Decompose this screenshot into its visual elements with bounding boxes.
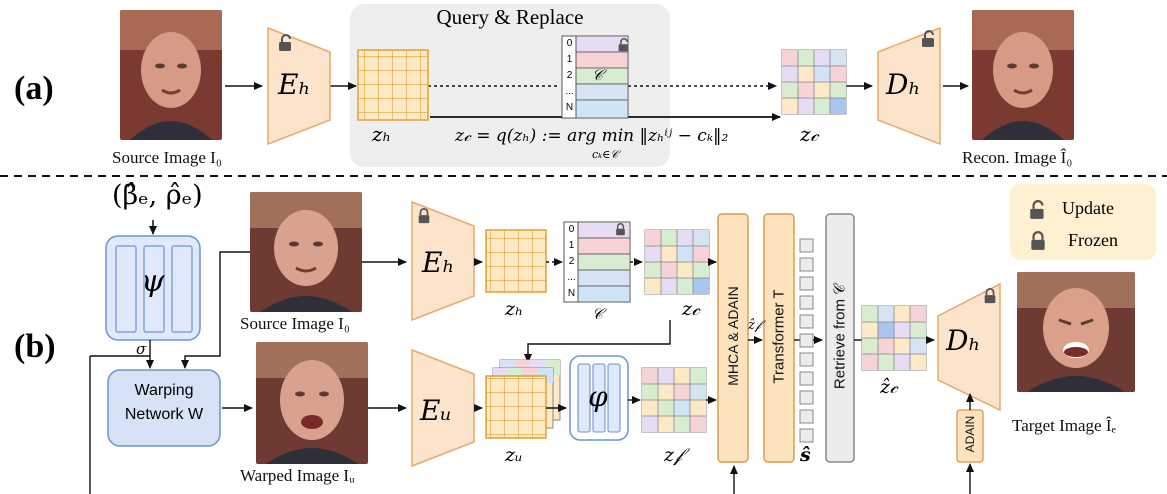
encoder-ew-label: Eᵤ — [420, 394, 452, 427]
source-image-b — [250, 192, 362, 312]
lock-icon — [616, 223, 625, 236]
adain-label: ADAIN — [963, 415, 977, 453]
varphi-label: φ — [588, 380, 608, 413]
legend-frozen-label: Frozen — [1068, 230, 1118, 250]
zc-hat-label: ẑ𝒸 — [880, 376, 898, 398]
codebook-index: 2 — [566, 70, 573, 81]
legend-box — [1010, 184, 1156, 260]
warping-network-box — [107, 369, 221, 447]
codebook-index-list-b: 0 1 2 ... N — [565, 222, 578, 302]
encoder-ew — [411, 348, 475, 468]
zh-label-b: zₕ — [505, 298, 524, 320]
sigma-label: σ — [136, 340, 147, 358]
zh-label-a: zₕ — [372, 122, 392, 146]
recon-image-a — [972, 10, 1074, 140]
zc-label-a: z𝒸 — [800, 122, 819, 146]
zc-grid-b — [644, 229, 710, 295]
s-hat-tokens — [799, 238, 814, 443]
arrow — [181, 251, 250, 369]
mhca-adain-block — [717, 213, 749, 463]
codebook-index: ... — [567, 272, 576, 283]
decoder-dh-b-label: Dₕ — [946, 324, 981, 357]
formula: z𝒸 = q(zₕ) := arg min ‖zₕⁱʲ − cₖ‖₂ — [455, 126, 729, 146]
codebook-index: 1 — [568, 240, 575, 251]
codebook-index: 0 — [566, 38, 573, 49]
formula-subscript: cₖ∈𝒞 — [592, 148, 619, 161]
encoder-eh-b-label: Eₕ — [422, 246, 455, 279]
codebook-index-list-a: 0 1 2 ... N — [563, 36, 576, 116]
query-replace-title: Query & Replace — [436, 5, 584, 29]
codebook-index: N — [565, 102, 574, 113]
lock-icon — [418, 208, 430, 224]
transformer-label: Transformer T — [770, 289, 788, 384]
codebook-index: ... — [565, 86, 574, 97]
codebook-index: 0 — [568, 224, 575, 235]
unlock-icon — [618, 38, 628, 52]
zc-label-b: z𝒸 — [682, 298, 700, 320]
panel-a-tag: (a) — [14, 70, 54, 107]
target-caption: Target Image Îₑ — [1012, 416, 1116, 435]
warped-image — [256, 342, 368, 464]
arrow — [524, 320, 671, 363]
zc-grid-a — [781, 49, 847, 115]
psi-label: ψ — [141, 264, 165, 299]
retrieve-block — [825, 213, 855, 463]
source-image-a — [120, 10, 222, 140]
unlock-icon — [1030, 200, 1044, 219]
zw-stack — [485, 359, 561, 439]
encoder-eh-a — [267, 26, 331, 146]
decoder-dh-a — [877, 26, 941, 146]
codebook-label-b: 𝒞 — [592, 306, 603, 323]
params-label: (β̂ₑ, ρ̂ₑ) — [112, 180, 203, 211]
zh-grid-a — [357, 49, 429, 121]
source-caption-b: Source Image I₀ — [240, 314, 350, 333]
retrieve-label: Retrieve from 𝒞 — [831, 283, 849, 390]
encoder-eh-a-label: Eₕ — [278, 68, 311, 101]
transformer-block — [763, 213, 795, 463]
psi-block — [105, 235, 201, 341]
unlock-icon — [922, 30, 934, 47]
recon-caption-a: Recon. Image Î₀ — [962, 148, 1073, 167]
codebook-label-a: 𝒞 — [592, 66, 603, 84]
zf-label: z𝒻 — [664, 444, 683, 466]
decoder-dh-a-label: Dₕ — [886, 68, 921, 101]
codebook-index: 1 — [566, 54, 573, 65]
lock-icon — [984, 288, 996, 304]
encoder-eh-b — [411, 200, 475, 322]
mhca-adain-label: MHCA & ADAIN — [725, 286, 741, 386]
lock-icon — [1031, 231, 1045, 250]
decoder-dh-b — [937, 282, 1001, 412]
codebook-index: N — [567, 288, 576, 299]
warped-caption: Warped Image Iᵤ — [240, 466, 355, 485]
source-caption-a: Source Image I₀ — [112, 148, 222, 167]
warping-label-line1: Warping — [134, 382, 194, 399]
zh-grid-b — [485, 229, 547, 293]
unlock-icon — [279, 34, 291, 51]
zf-hat-label: ẑ𝒻 — [748, 318, 761, 333]
codebook-a — [561, 35, 629, 119]
zc-hat-grid — [861, 305, 927, 371]
panel-b-tag: (b) — [14, 328, 56, 365]
target-image — [1017, 272, 1135, 392]
codebook-index: 2 — [568, 256, 575, 267]
s-hat-label: ŝ — [800, 444, 811, 466]
varphi-block — [569, 355, 629, 441]
warping-label-line2: Network W — [124, 406, 204, 423]
legend-update-label: Update — [1062, 198, 1114, 218]
zw-label: zᵤ — [505, 444, 523, 466]
zf-grid — [641, 367, 707, 433]
